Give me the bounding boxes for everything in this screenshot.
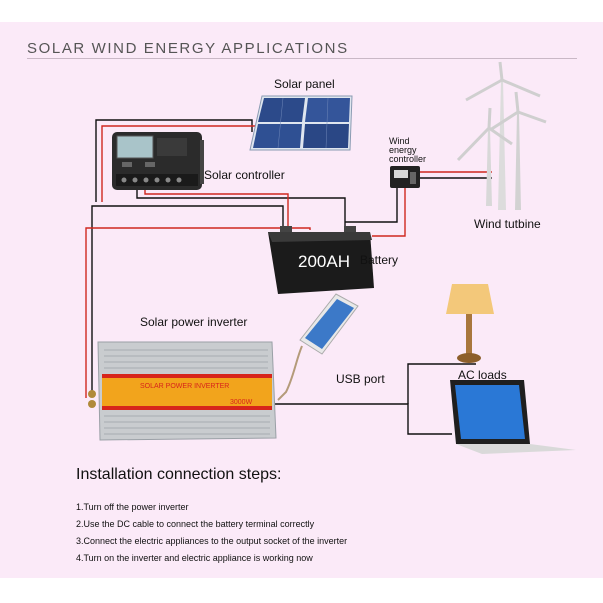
page-title: SOLAR WIND ENERGY APPLICATIONS: [27, 40, 349, 57]
inverter-image: [88, 341, 277, 441]
wind-controller-label-3: controller: [389, 154, 427, 164]
wire-battery-inverter-neg: [91, 205, 284, 394]
laptop-image: [450, 380, 576, 454]
solar-panel-image: [249, 95, 353, 151]
solar-panel-label: Solar panel: [274, 77, 335, 91]
wind-controller-label-1: Wind: [389, 136, 410, 146]
wind-controller-image: [390, 166, 420, 188]
lamp-image: [446, 284, 494, 363]
wind-turbine-label: Wind tutbine: [474, 217, 541, 231]
wire-controller-battery-neg: [136, 186, 346, 230]
ac-loads-label: AC loads: [458, 368, 507, 382]
title-divider: [27, 58, 577, 59]
step-item: 2.Use the DC cable to connect the batter…: [76, 519, 315, 529]
inverter-label: Solar power inverter: [140, 315, 248, 329]
wire-battery-inverter-pos: [85, 227, 311, 398]
wind-controller-label-2: energy: [389, 145, 417, 155]
wire-inverter-laptop: [272, 403, 452, 435]
black-wires: [91, 119, 492, 435]
usb-port-label: USB port: [336, 372, 385, 386]
solar-controller-image: [112, 132, 204, 190]
wire-wind-battery-neg: [345, 186, 398, 223]
wind-turbine-image: [456, 61, 547, 210]
battery-image: [268, 226, 374, 294]
inverter-power-text: 3000W: [230, 399, 253, 406]
steps-title: Installation connection steps:: [76, 466, 282, 483]
wire-controller-battery-pos: [144, 186, 289, 230]
battery-capacity: 200AH: [298, 252, 350, 271]
step-item: 4.Turn on the inverter and electric appl…: [76, 553, 313, 563]
solar-controller-label: Solar controller: [204, 168, 285, 182]
battery-label: Battery: [360, 253, 399, 267]
smartphone-image: [277, 293, 359, 401]
inverter-face-text: SOLAR POWER INVERTER: [140, 383, 229, 390]
step-item: 3.Connect the electric appliances to the…: [76, 536, 348, 546]
wire-wind-battery-pos: [372, 186, 406, 237]
step-item: 1.Turn off the power inverter: [76, 502, 189, 512]
wire-lamp: [407, 363, 476, 404]
